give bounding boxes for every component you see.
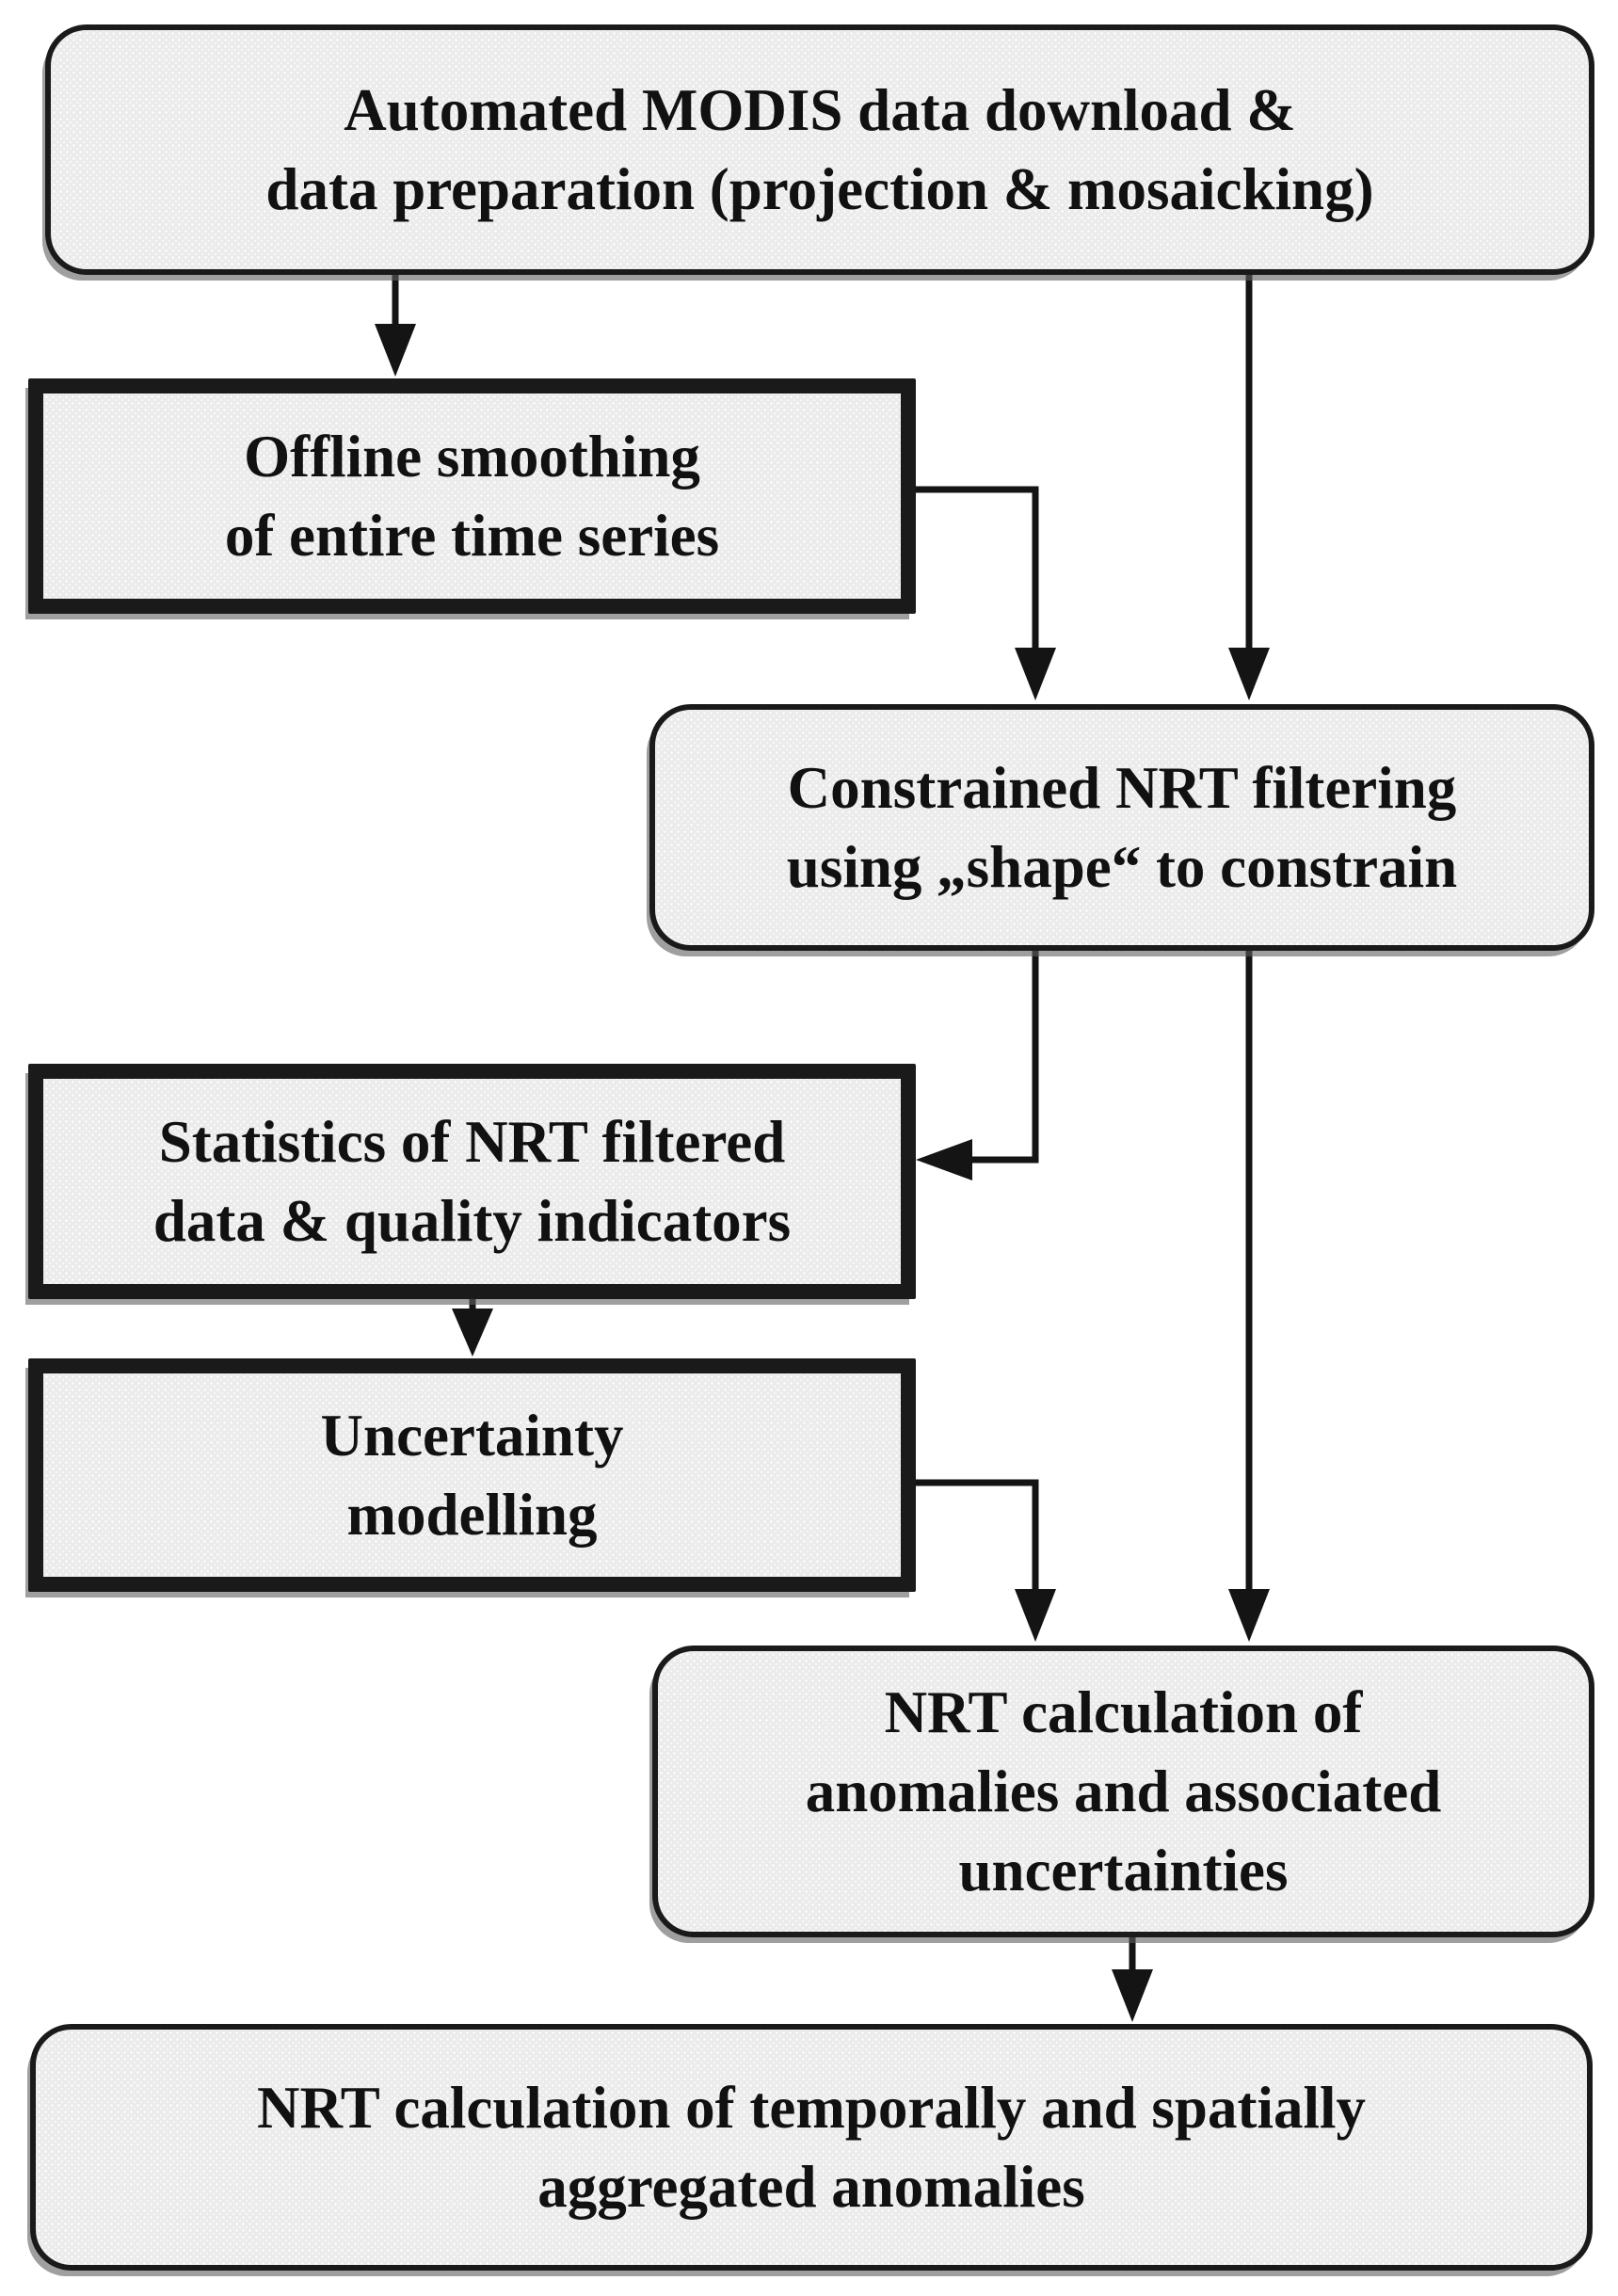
connector-filtering-to-anomalies bbox=[1228, 949, 1270, 1642]
connector-anomalies-to-aggregated bbox=[1112, 1935, 1153, 2022]
node-modis-download-line2: data preparation (projection & mosaickin… bbox=[265, 156, 1374, 222]
node-statistics-line2: data & quality indicators bbox=[152, 1188, 792, 1254]
node-offline-smoothing-line2: of entire time series bbox=[224, 503, 720, 569]
node-statistics-line1: Statistics of NRT filtered bbox=[158, 1109, 786, 1175]
node-nrt-anomalies-line3: uncertainties bbox=[958, 1838, 1289, 1903]
connector-download-to-smoothing bbox=[375, 272, 416, 377]
connector-download-to-filtering bbox=[1228, 272, 1270, 700]
node-uncertainty-modelling: Uncertainty modelling bbox=[28, 1358, 916, 1592]
connector-uncertainty-to-anomalies bbox=[912, 1479, 1056, 1642]
node-nrt-aggregated-line1: NRT calculation of temporally and spatia… bbox=[257, 2075, 1366, 2141]
node-statistics: Statistics of NRT filtered data & qualit… bbox=[28, 1064, 916, 1299]
node-modis-download-line1: Automated MODIS data download & bbox=[344, 77, 1296, 143]
node-nrt-anomalies-line2: anomalies and associated bbox=[805, 1758, 1442, 1824]
node-constrained-filtering-line2: using „shape“ to constrain bbox=[786, 834, 1458, 900]
node-offline-smoothing-line1: Offline smoothing bbox=[244, 424, 700, 490]
node-uncertainty-modelling-line2: modelling bbox=[346, 1482, 598, 1548]
node-nrt-aggregated: NRT calculation of temporally and spatia… bbox=[30, 2024, 1593, 2271]
node-constrained-filtering: Constrained NRT filtering using „shape“ … bbox=[649, 704, 1594, 951]
node-nrt-anomalies: NRT calculation of anomalies and associa… bbox=[652, 1646, 1594, 1937]
node-modis-download: Automated MODIS data download & data pre… bbox=[45, 24, 1594, 275]
node-uncertainty-modelling-line1: Uncertainty bbox=[320, 1403, 624, 1469]
connector-filtering-to-statistics bbox=[916, 949, 1039, 1180]
node-nrt-anomalies-line1: NRT calculation of bbox=[884, 1679, 1363, 1745]
node-offline-smoothing: Offline smoothing of entire time series bbox=[28, 378, 916, 614]
connector-statistics-to-uncertainty bbox=[452, 1298, 493, 1357]
node-constrained-filtering-line1: Constrained NRT filtering bbox=[787, 755, 1457, 821]
connector-smoothing-to-filtering bbox=[912, 486, 1056, 700]
node-nrt-aggregated-line2: aggregated anomalies bbox=[537, 2154, 1085, 2220]
